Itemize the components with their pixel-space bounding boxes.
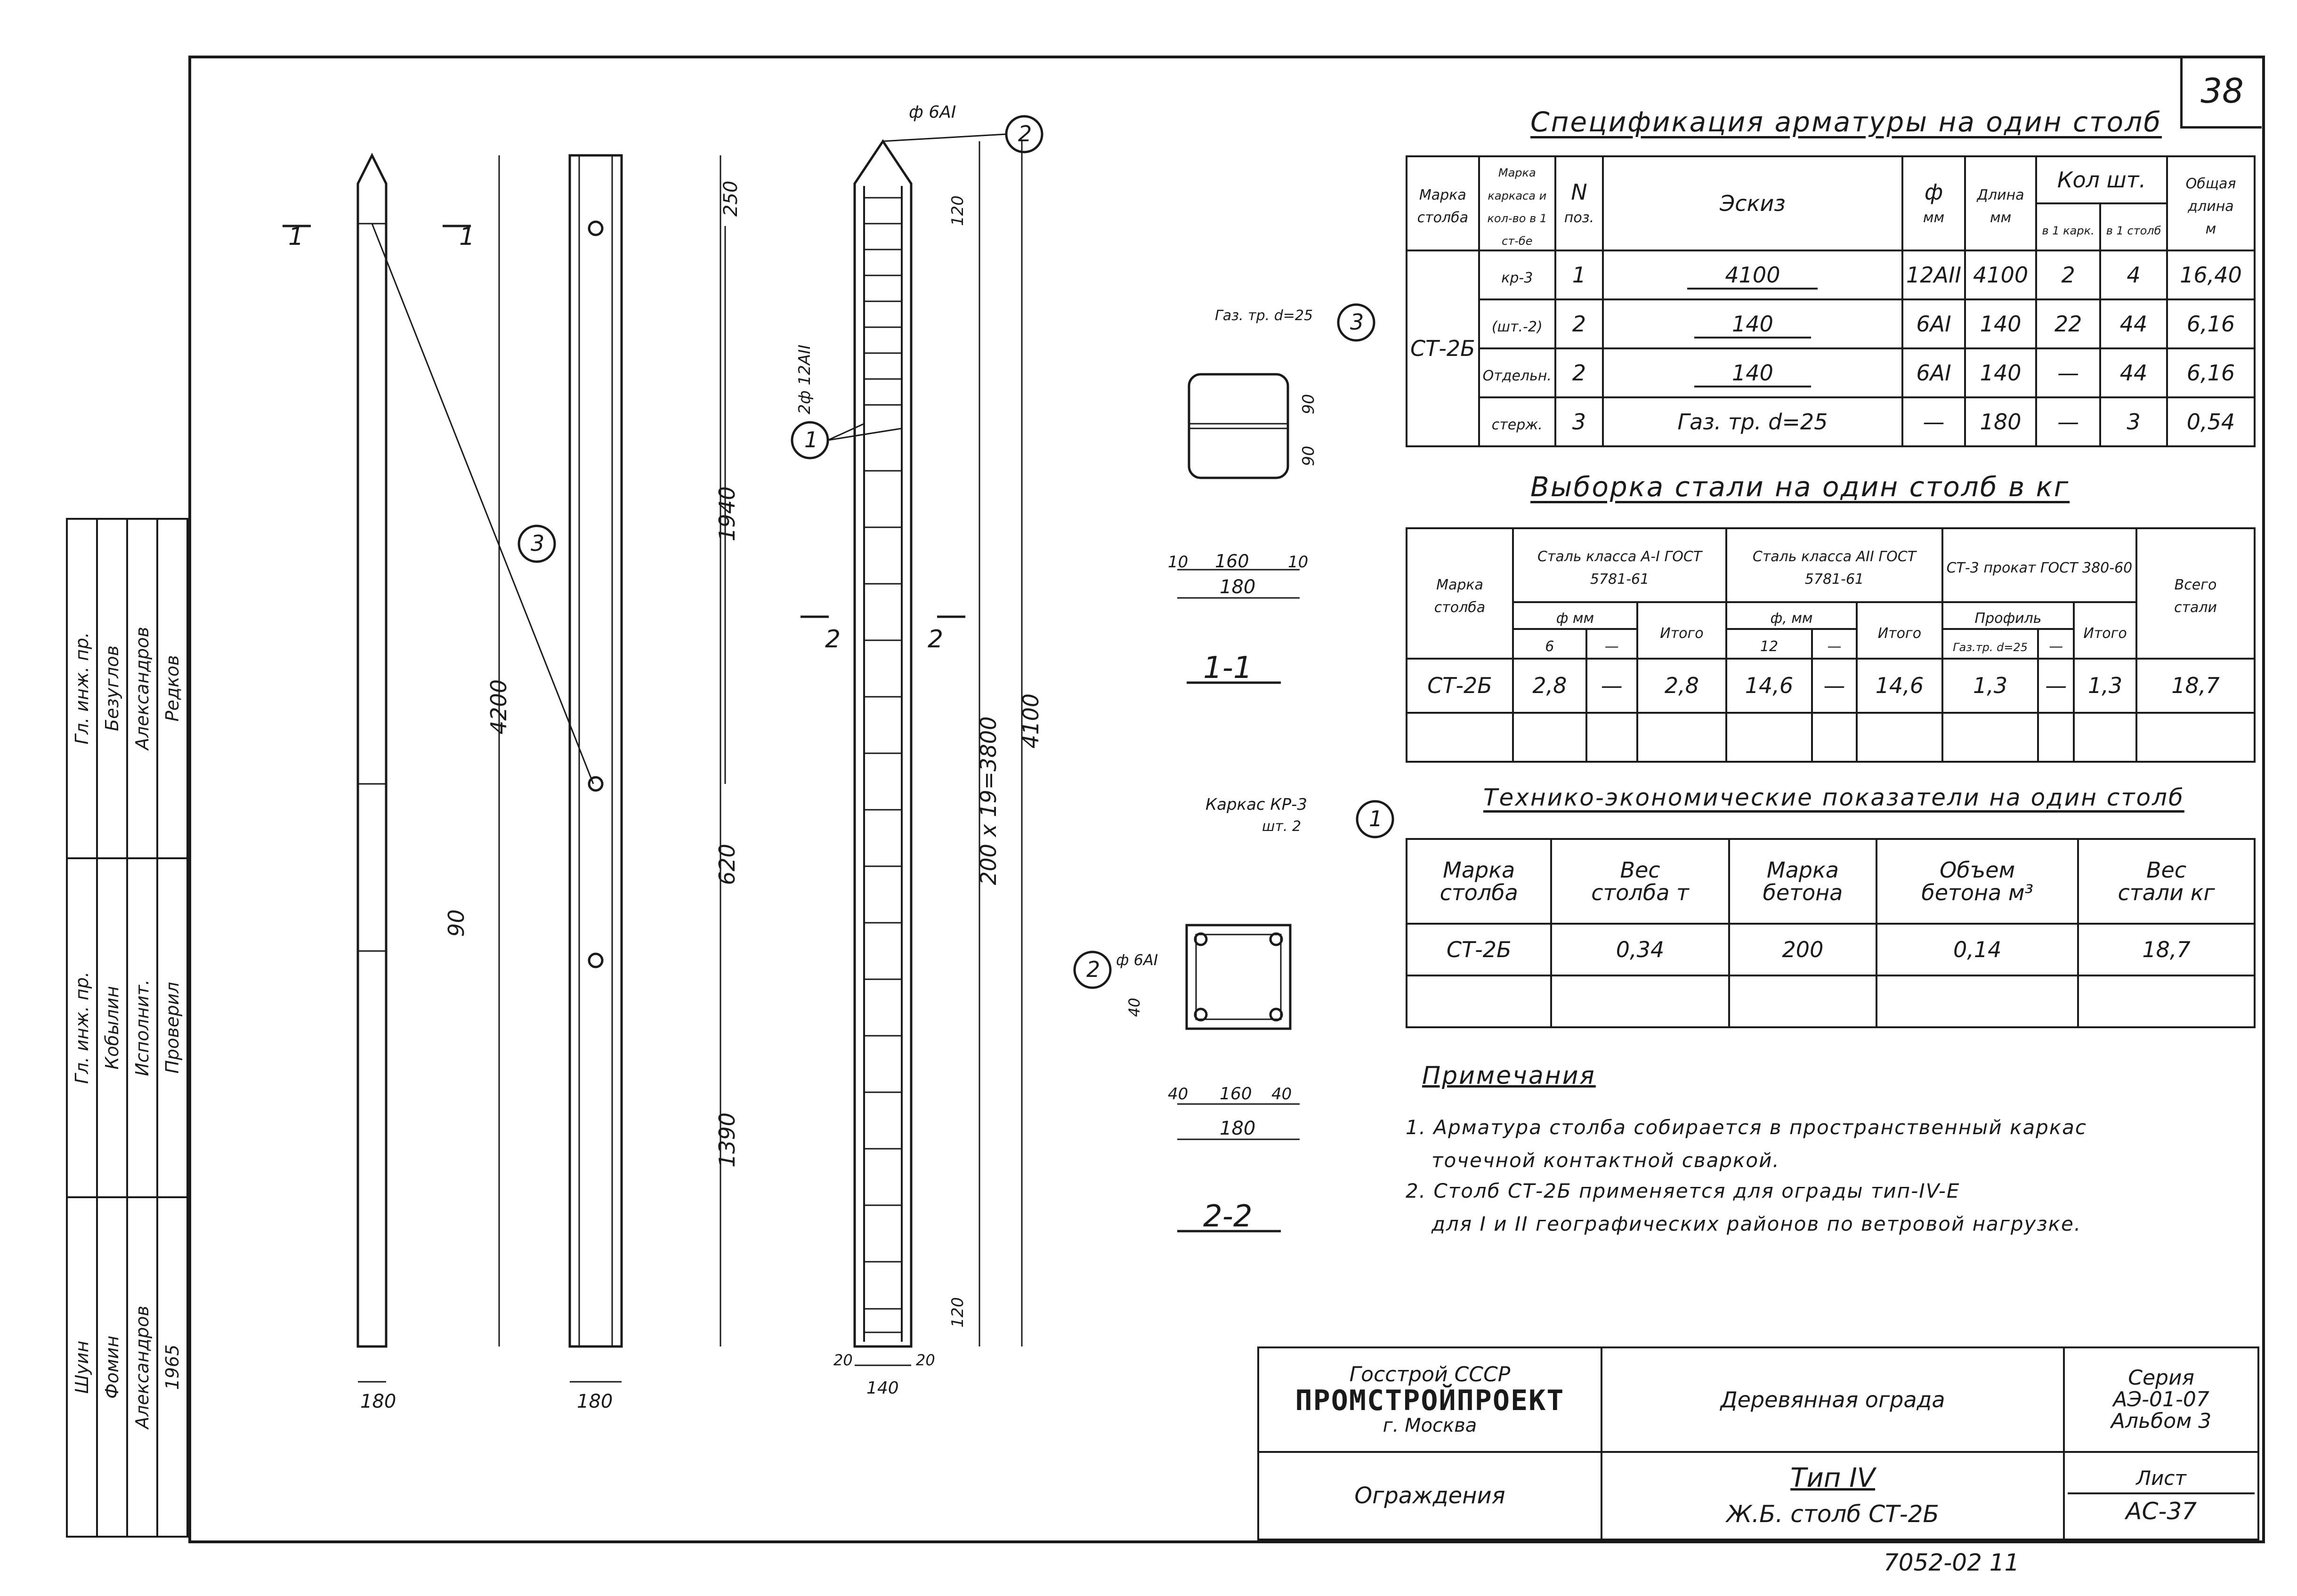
- post-view-1-outline: [356, 153, 388, 1348]
- cage-stirrups: [864, 197, 902, 1333]
- tech-table-title: Технико-экономические показатели на один…: [1483, 784, 2184, 811]
- dim-10-s11-right: 10: [1288, 553, 1308, 572]
- rebar-top-label: ф 6АI: [909, 103, 956, 122]
- dim-90: 90: [444, 909, 469, 937]
- callout-3-sec-label: 3: [1350, 309, 1364, 335]
- post-view-2-outline: [568, 154, 623, 1348]
- footer-code: 7052-02 11: [1884, 1549, 2020, 1576]
- dim-4100: 4100: [1018, 693, 1043, 749]
- steel-table-title: Выборка стали на один столб в кг: [1530, 471, 2070, 503]
- section-1-1-outline: [1188, 373, 1289, 479]
- note-2-line-1: 2. Столб СТ-2Б применяется для ограды ти…: [1406, 1179, 1960, 1202]
- dim-40-s22-right: 40: [1271, 1085, 1292, 1104]
- dim-90-s11-a: 90: [1299, 394, 1318, 414]
- dim-180-s22: 180: [1220, 1118, 1255, 1139]
- dim-40-s22-vert: 40: [1125, 998, 1143, 1017]
- frame-qty-label: шт. 2: [1262, 818, 1301, 835]
- dim-120-top: 120: [948, 195, 967, 226]
- stamp-sheet: АС-37: [2126, 1497, 2197, 1525]
- section-mark-2-left: 2: [825, 625, 841, 653]
- rebar-side-label: 2ф 12АII: [795, 345, 814, 414]
- spec-row-2: (шт.-2) 2 140 6АI 140 22 44 6,16: [1407, 298, 2256, 349]
- dim-10-s11-left: 10: [1168, 553, 1188, 572]
- callout-1-section: [1356, 800, 1394, 838]
- note-1-line-2: точечной контактной сваркой.: [1432, 1149, 1780, 1172]
- dim-180-s11: 180: [1220, 576, 1255, 598]
- dim-140-cage: 140: [866, 1378, 899, 1398]
- dim-120-bottom: 120: [948, 1297, 967, 1328]
- stamp-section: Ограждения: [1257, 1451, 1602, 1540]
- callout-2-label: 2: [1018, 121, 1032, 146]
- tech-row-st2b: СТ-2Б 0,34 200 0,14 18,7: [1405, 923, 2256, 976]
- notes-title: Примечания: [1422, 1062, 1596, 1090]
- dim-620: 620: [714, 844, 740, 885]
- note-2-line-2: для I и II географических районов по вет…: [1432, 1212, 2082, 1235]
- left-signature-strip: Гл. инж. пр. Безуглов Александров Редков…: [66, 518, 188, 1538]
- dim-1390: 1390: [714, 1112, 740, 1168]
- spec-row-3: Отдельн. 2 140 6АI 140 — 44 6,16: [1407, 347, 2256, 398]
- section-markers: [283, 225, 965, 618]
- dim-250: 250: [720, 181, 742, 217]
- callout-3-label: 3: [531, 531, 544, 556]
- steel-row-st2b: СТ-2Б 2,8 — 2,8 14,6 — 14,6 1,3 — 1,3 18…: [1406, 657, 2256, 714]
- dim-160-s22: 160: [1220, 1084, 1252, 1104]
- section-mark-2-right: 2: [928, 625, 943, 653]
- dim-160-s11: 160: [1215, 551, 1249, 572]
- section-mark-1-right: 1: [459, 223, 475, 251]
- stamp-org2: ПРОМСТРОЙПРОЕКТ: [1295, 1384, 1565, 1417]
- dim-1940: 1940: [714, 486, 740, 541]
- drawing-frame: [188, 56, 2265, 1543]
- stamp-title1: Деревянная ограда: [1600, 1346, 2065, 1451]
- stamp-org1: Госстрой СССР: [1349, 1362, 1511, 1387]
- frame-label: Каркас КР-3: [1205, 795, 1307, 814]
- dim-180-post2: 180: [577, 1391, 613, 1412]
- stamp-sheet-label: Лист: [2068, 1467, 2255, 1494]
- callout-1-sec-label: 1: [1369, 806, 1383, 831]
- cage-outline: [853, 139, 913, 1348]
- pipe-label: Газ. тр. d=25: [1215, 307, 1313, 324]
- section-mark-1-left: 1: [288, 223, 304, 251]
- dim-90-s11-b: 90: [1299, 446, 1318, 466]
- stirrup-label: ф 6АI: [1116, 951, 1158, 969]
- note-1-line-1: 1. Арматура столба собирается в простран…: [1406, 1116, 2087, 1139]
- stamp-title3: Ж.Б. столб СТ-2Б: [1726, 1500, 1939, 1528]
- dim-20-left: 20: [833, 1351, 853, 1369]
- dim-4200: 4200: [486, 679, 511, 734]
- callout-3-post: [518, 524, 556, 563]
- stamp-album: Альбом 3: [2111, 1409, 2212, 1434]
- section-2-2-outline: [1185, 924, 1292, 1030]
- stamp-series: АЭ-01-07: [2113, 1387, 2209, 1411]
- spec-table-title: Спецификация арматуры на один столб: [1530, 106, 2162, 138]
- dim-40-s22-left: 40: [1168, 1085, 1188, 1104]
- section-2-2-title: 2-2: [1203, 1199, 1253, 1234]
- dim-20-right: 20: [916, 1351, 935, 1369]
- spec-row-4: стерж. 3 Газ. тр. d=25 — 180 — 3 0,54: [1407, 396, 2256, 447]
- section-1-1-title: 1-1: [1203, 651, 1253, 685]
- dim-180-post1: 180: [360, 1391, 396, 1412]
- callout-1-label: 1: [804, 427, 818, 452]
- dim-cage-spacing: 200 х 19=3800: [976, 717, 1001, 885]
- dimension-lines: [358, 141, 1023, 1383]
- spec-row-1: СТ-2Б кр-3 1 4100 12АII 4100 2 4 16,40: [1406, 250, 2256, 447]
- stamp-series-label: Серия: [2128, 1365, 2195, 1390]
- callout-2-section: [1073, 951, 1112, 989]
- callout-2-sec-label: 2: [1086, 957, 1100, 982]
- stamp-title2: Тип IV: [1790, 1463, 1876, 1494]
- title-block: Госстрой СССР ПРОМСТРОЙПРОЕКТ г. Москва …: [1257, 1346, 2259, 1540]
- sheet-number: 38: [2180, 56, 2262, 129]
- callout-3-section: [1337, 303, 1375, 342]
- stamp-city: г. Москва: [1383, 1414, 1477, 1436]
